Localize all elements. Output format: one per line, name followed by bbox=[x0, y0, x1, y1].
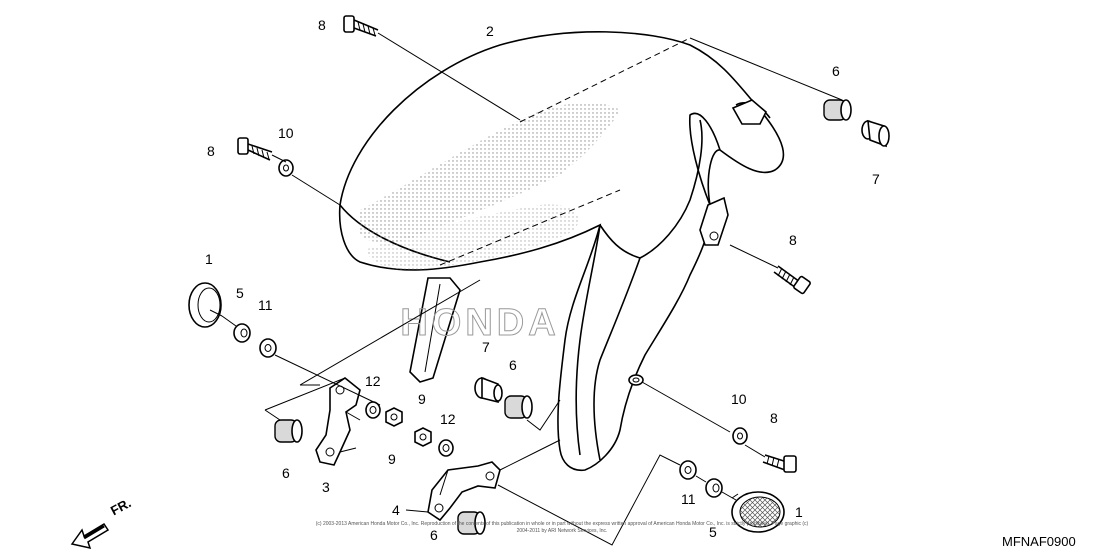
callout-7-right: 7 bbox=[872, 171, 880, 187]
callout-6-lower-left: 6 bbox=[282, 465, 290, 481]
bolt-top bbox=[343, 15, 379, 37]
callout-6-mid: 6 bbox=[509, 357, 517, 373]
callout-3: 3 bbox=[322, 479, 330, 495]
callout-11-right: 11 bbox=[681, 491, 696, 507]
callout-10-right: 10 bbox=[731, 391, 747, 407]
callout-1-left: 1 bbox=[205, 251, 213, 267]
reflector-right bbox=[731, 491, 785, 533]
callout-8-left: 8 bbox=[207, 143, 215, 159]
spacer-lower bbox=[438, 439, 454, 457]
bolt-left bbox=[237, 137, 273, 161]
grommet-top-right bbox=[823, 99, 852, 121]
callout-labels: 8 2 6 7 8 10 8 1 5 11 7 6 12 9 9 12 6 3 … bbox=[205, 17, 880, 543]
callout-8-lower-right: 8 bbox=[770, 410, 778, 426]
bracket-4 bbox=[427, 461, 501, 522]
callout-11-left: 11 bbox=[258, 297, 273, 313]
nut-lower bbox=[414, 427, 432, 447]
bolt-right bbox=[773, 265, 811, 295]
callout-1-right: 1 bbox=[795, 504, 803, 520]
reflector-left bbox=[188, 282, 223, 328]
copyright-notice: (c) 2003-2013 American Honda Motor Co., … bbox=[315, 521, 809, 534]
washer-left bbox=[278, 159, 294, 177]
washer-right bbox=[732, 427, 748, 445]
callout-8-top: 8 bbox=[318, 17, 326, 33]
bracket-3 bbox=[315, 377, 361, 466]
callout-12-lower: 12 bbox=[440, 411, 456, 427]
bolt-lower-right bbox=[762, 454, 797, 473]
callout-2: 2 bbox=[486, 23, 494, 39]
washer-11-right bbox=[679, 460, 697, 480]
callout-8-right: 8 bbox=[789, 232, 797, 248]
grommet-mid bbox=[504, 395, 533, 419]
callout-6-bottom: 6 bbox=[430, 527, 438, 543]
callout-12-upper: 12 bbox=[365, 373, 381, 389]
callout-5-left: 5 bbox=[236, 285, 244, 301]
grommet-lower-left bbox=[274, 419, 303, 443]
callout-6-right: 6 bbox=[832, 63, 840, 79]
callout-5-right: 5 bbox=[709, 524, 717, 540]
callout-4: 4 bbox=[392, 502, 400, 518]
fender-logo-text: HONDA bbox=[400, 302, 559, 344]
diagram-code: MFNAF0900 bbox=[1002, 534, 1076, 549]
callout-9-upper: 9 bbox=[418, 391, 426, 407]
front-fender: HONDA bbox=[338, 31, 785, 472]
callout-9-lower: 9 bbox=[388, 451, 396, 467]
collar-mid bbox=[474, 376, 503, 404]
nut-upper bbox=[385, 407, 403, 427]
callout-7-mid: 7 bbox=[482, 339, 490, 355]
callout-10-left: 10 bbox=[278, 125, 294, 141]
collar-5-left bbox=[233, 323, 251, 343]
front-direction-arrow-icon bbox=[70, 522, 110, 550]
collar-5-right bbox=[705, 478, 723, 498]
collar-right bbox=[861, 119, 890, 148]
leader-lines bbox=[221, 32, 843, 546]
washer-11-left bbox=[259, 338, 277, 358]
grommet-bottom bbox=[457, 511, 486, 535]
